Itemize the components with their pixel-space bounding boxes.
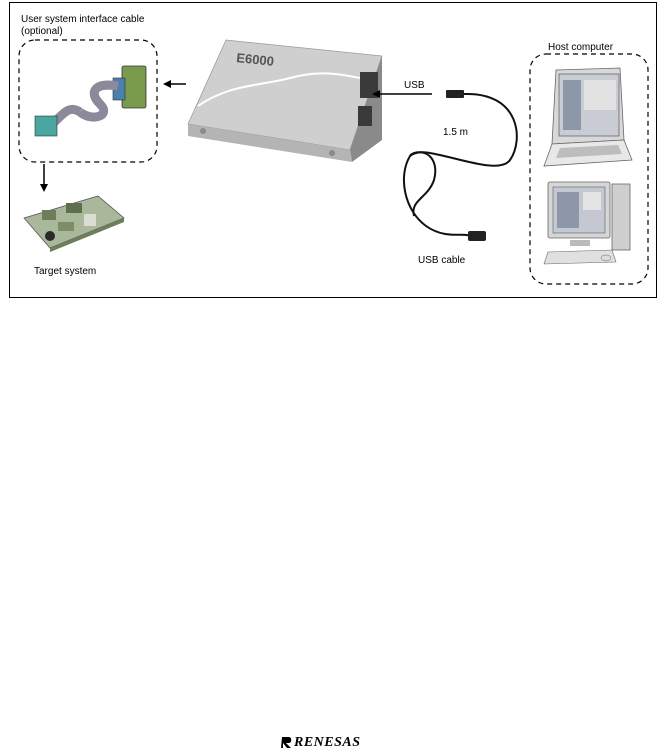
usb-label: USB xyxy=(404,80,425,92)
usb-cable-label: USB cable xyxy=(418,255,465,267)
host-computer-label: Host computer xyxy=(548,42,613,54)
laptop-illustration xyxy=(544,68,632,166)
desktop-illustration xyxy=(544,182,630,264)
target-system-label: Target system xyxy=(34,266,96,278)
interface-cable-label: User system interface cable xyxy=(21,14,144,26)
usb-cable-illustration xyxy=(404,90,517,241)
emulator-unit-illustration: E6000 xyxy=(188,40,382,162)
interface-cable-illustration xyxy=(35,66,146,136)
target-system-illustration xyxy=(24,196,124,252)
renesas-logo-text: RENESAS xyxy=(294,735,361,751)
cable-length-label: 1.5 m xyxy=(443,127,468,139)
optional-label: (optional) xyxy=(21,26,63,38)
